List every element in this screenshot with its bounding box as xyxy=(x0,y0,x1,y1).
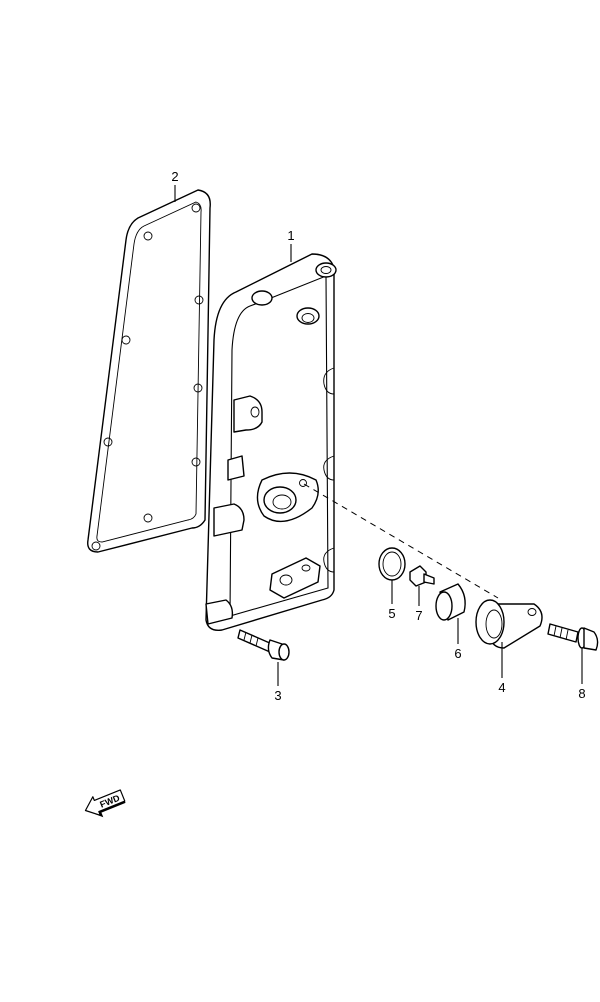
callout-8: 8 xyxy=(578,686,585,701)
bolt-7 xyxy=(409,565,435,587)
bolt-8 xyxy=(547,623,599,651)
callout-4: 4 xyxy=(498,680,505,695)
callout-5: 5 xyxy=(388,606,395,621)
o-ring xyxy=(378,547,406,581)
fwd-arrow-icon: FWD xyxy=(84,789,126,818)
bolt-3 xyxy=(237,629,290,661)
callout-7: 7 xyxy=(415,608,422,623)
callout-1: 1 xyxy=(287,228,294,243)
callout-3: 3 xyxy=(274,688,281,703)
leader-lines xyxy=(174,185,583,686)
callout-2: 2 xyxy=(171,169,178,184)
assembly-line xyxy=(303,483,499,599)
callout-6: 6 xyxy=(454,646,461,661)
callouts: 2 1 3 4 5 6 7 8 xyxy=(171,169,585,703)
gasket xyxy=(87,189,211,553)
collar xyxy=(435,583,466,621)
cover-plate xyxy=(205,253,337,631)
cap-flange xyxy=(475,599,543,649)
